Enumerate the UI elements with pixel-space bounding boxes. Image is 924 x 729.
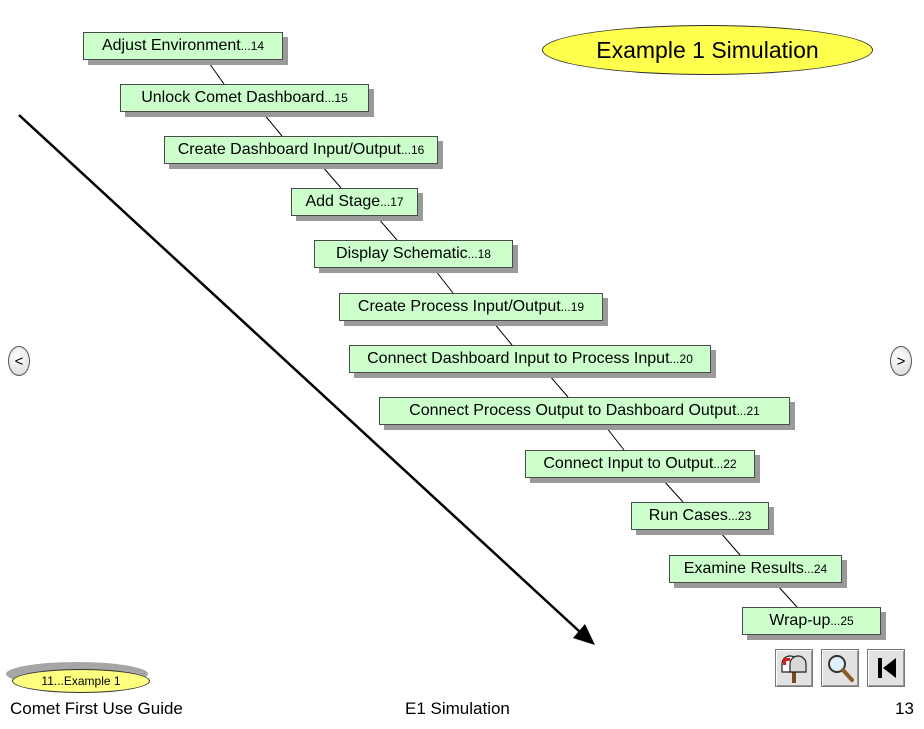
step-label: Display Schematic: [336, 245, 468, 262]
back-link-label: 11...Example 1: [41, 674, 121, 688]
step-label: Connect Process Output to Dashboard Outp…: [409, 402, 737, 419]
next-arrow-icon: >: [896, 352, 906, 370]
search-button[interactable]: [821, 649, 859, 687]
step-unlock-comet-dashboard[interactable]: Unlock Comet Dashboard...15: [120, 84, 369, 112]
step-connect-input-to-output[interactable]: Connect Input to Output...22: [525, 450, 755, 478]
step-label: Create Dashboard Input/Output: [177, 141, 401, 158]
step-add-stage[interactable]: Add Stage...17: [291, 188, 418, 216]
step-page-ref: ...17: [380, 195, 404, 209]
step-examine-results[interactable]: Examine Results...24: [669, 555, 842, 583]
step-page-ref: ...20: [669, 352, 693, 366]
connector-line: [662, 479, 684, 503]
diagonal-arrow-head: [573, 624, 595, 645]
page-title: Example 1 Simulation: [542, 25, 873, 75]
first-page-icon: [878, 658, 896, 678]
step-label: Adjust Environment: [101, 37, 241, 54]
step-page-ref: ...23: [727, 509, 752, 523]
connector-line: [434, 269, 454, 294]
connector-line: [548, 374, 569, 398]
step-page-ref: ...25: [830, 614, 854, 628]
step-page-ref: ...18: [467, 247, 491, 261]
page-title-text: Example 1 Simulation: [596, 36, 819, 63]
footer-section-title: E1 Simulation: [405, 699, 510, 718]
step-connect-process-output[interactable]: Connect Process Output to Dashboard Outp…: [379, 397, 790, 425]
back-to-section-link[interactable]: 11...Example 1: [12, 669, 150, 693]
next-page-button[interactable]: >: [890, 346, 912, 376]
step-label: Wrap-up: [769, 612, 831, 629]
step-label: Examine Results: [683, 560, 804, 577]
step-page-ref: ...14: [240, 39, 265, 53]
step-label: Run Cases: [648, 507, 728, 524]
step-adjust-environment[interactable]: Adjust Environment...14: [83, 32, 283, 60]
step-page-ref: ...21: [736, 404, 760, 418]
step-create-dashboard-io[interactable]: Create Dashboard Input/Output...16: [164, 136, 438, 164]
diagonal-arrow-line: [18, 114, 581, 633]
step-create-process-io[interactable]: Create Process Input/Output...19: [339, 293, 603, 321]
step-label: Unlock Comet Dashboard: [141, 89, 325, 106]
connector-line: [377, 217, 398, 241]
footer-guide-title: Comet First Use Guide: [10, 699, 183, 718]
mail-button[interactable]: [775, 649, 813, 687]
step-display-schematic[interactable]: Display Schematic...18: [314, 240, 513, 268]
step-page-ref: ...24: [803, 562, 828, 576]
previous-page-button[interactable]: <: [8, 346, 30, 376]
first-page-button[interactable]: [867, 649, 905, 687]
footer-page-number: 13: [895, 699, 914, 718]
previous-arrow-icon: <: [14, 352, 24, 370]
connector-line: [321, 165, 342, 189]
connector-line: [776, 584, 798, 608]
connector-line: [262, 112, 283, 137]
connector-line: [206, 59, 225, 85]
step-label: Connect Input to Output: [543, 455, 714, 472]
connector-line: [492, 321, 513, 346]
step-page-ref: ...19: [560, 300, 585, 314]
connector-line: [605, 426, 625, 451]
step-label: Connect Dashboard Input to Process Input: [367, 350, 670, 367]
magnifier-icon: [828, 655, 854, 682]
step-wrap-up[interactable]: Wrap-up...25: [742, 607, 881, 635]
step-page-ref: ...15: [324, 91, 348, 105]
step-run-cases[interactable]: Run Cases...23: [631, 502, 769, 530]
step-page-ref: ...22: [713, 457, 737, 471]
step-label: Add Stage: [305, 193, 381, 210]
step-page-ref: ...16: [400, 143, 425, 157]
step-label: Create Process Input/Output: [357, 298, 561, 315]
mailbox-icon: [781, 655, 807, 683]
step-connect-dashboard-input[interactable]: Connect Dashboard Input to Process Input…: [349, 345, 711, 373]
connector-line: [719, 531, 741, 556]
